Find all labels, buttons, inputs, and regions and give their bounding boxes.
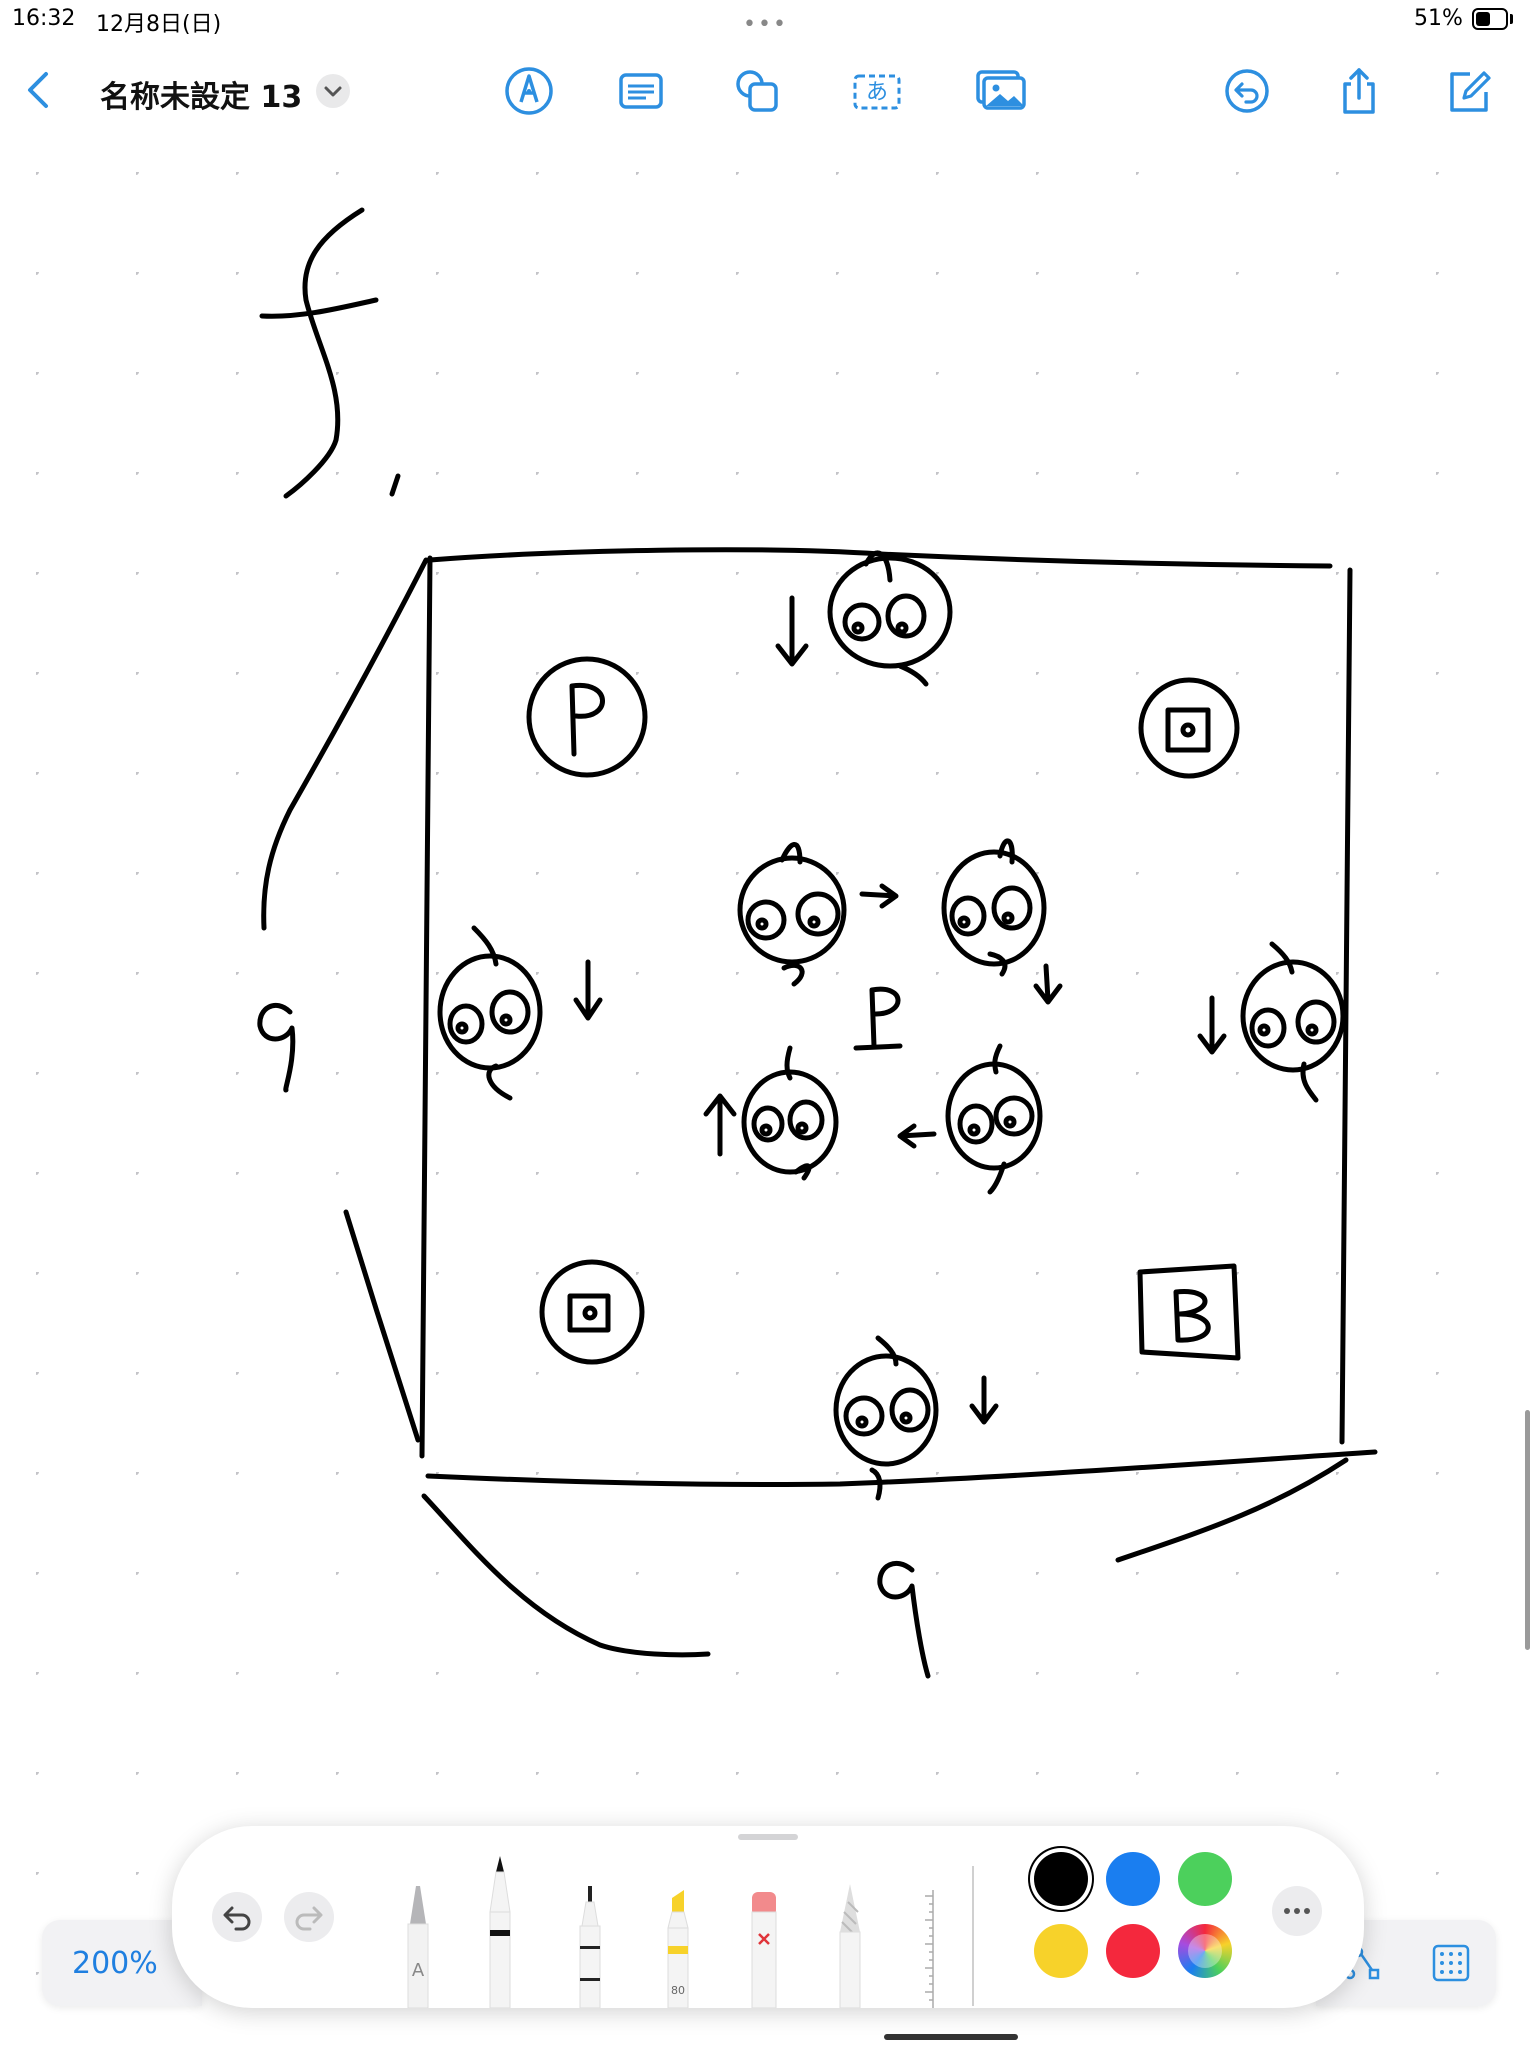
- grid-button[interactable]: [1430, 1942, 1472, 1988]
- highlighter-icon: 80: [667, 1890, 689, 2008]
- zoom-level[interactable]: 200%: [72, 1946, 158, 1981]
- svg-text:あ: あ: [866, 80, 888, 105]
- color-picker-inner: [1188, 1934, 1222, 1968]
- status-bar: 16:32 12月8日(日) ••• 51%: [0, 0, 1536, 44]
- grid-dots-icon: [1432, 1944, 1470, 1982]
- media-icon: [976, 70, 1026, 110]
- status-date: 12月8日(日): [96, 12, 222, 37]
- battery-tip: [1510, 14, 1513, 24]
- pen-icon: [489, 1856, 511, 2008]
- ruler-icon: [925, 1890, 934, 2008]
- redo-button[interactable]: [284, 1892, 334, 1942]
- title-menu-button[interactable]: [316, 74, 350, 108]
- monoline-pen-icon: A: [407, 1886, 429, 2008]
- palette-grabber[interactable]: [738, 1834, 798, 1840]
- palette-divider: [972, 1866, 974, 2006]
- monoline-pen-tool[interactable]: A: [396, 1882, 440, 2008]
- document-title[interactable]: 名称未設定 13: [100, 80, 303, 115]
- pencil-tool[interactable]: [828, 1884, 872, 2008]
- pen-tool[interactable]: [478, 1856, 522, 2008]
- pen-tool-button[interactable]: [502, 64, 556, 118]
- more-options-button[interactable]: [1272, 1886, 1322, 1936]
- back-button[interactable]: [20, 68, 60, 112]
- fineliner-icon: [579, 1886, 601, 2008]
- text-box-icon: [619, 73, 663, 109]
- home-indicator[interactable]: [884, 2034, 1018, 2040]
- color-swatch-green[interactable]: [1178, 1852, 1232, 1906]
- handwritten-drawing: [0, 140, 1536, 2048]
- shapes-button[interactable]: [730, 64, 784, 118]
- undo-history-button[interactable]: [1220, 64, 1274, 118]
- share-button[interactable]: [1332, 64, 1386, 118]
- tool-palette: A 80: [172, 1826, 1364, 2008]
- zoom-panel[interactable]: 200%: [42, 1920, 202, 2006]
- vertical-scroll-indicator[interactable]: [1525, 1410, 1530, 1650]
- highlighter-tool[interactable]: 80: [656, 1888, 700, 2008]
- fineliner-tool[interactable]: [568, 1886, 612, 2008]
- text-frame-button[interactable]: あ: [850, 64, 904, 118]
- highlighter-opacity-label: 80: [671, 1984, 685, 1997]
- new-document-button[interactable]: [1442, 64, 1496, 118]
- ruler-tool[interactable]: [922, 1890, 944, 2008]
- pen-a-label: A: [412, 1960, 425, 1981]
- text-box-button[interactable]: [614, 64, 668, 118]
- new-document-icon: [1450, 71, 1491, 112]
- multitasking-dots-icon[interactable]: •••: [743, 12, 788, 37]
- redo-icon: [295, 1906, 323, 1931]
- share-icon: [1343, 68, 1375, 114]
- top-toolbar: 名称未設定 13 あ: [0, 50, 1536, 130]
- battery-percent: 51%: [1414, 6, 1463, 31]
- status-time: 16:32: [12, 6, 76, 31]
- undo-icon: [223, 1906, 251, 1931]
- undo-button[interactable]: [212, 1892, 262, 1942]
- color-swatch-black[interactable]: [1034, 1852, 1088, 1906]
- pen-icon: [505, 67, 553, 115]
- shapes-icon: [736, 70, 778, 112]
- chevron-down-icon: [324, 86, 342, 97]
- color-swatch-red[interactable]: [1106, 1924, 1160, 1978]
- media-button[interactable]: [974, 64, 1028, 118]
- eraser-icon: [751, 1892, 777, 2008]
- undo-history-icon: [1225, 69, 1269, 113]
- more-icon: [1284, 1908, 1310, 1914]
- color-swatch-yellow[interactable]: [1034, 1924, 1088, 1978]
- back-icon: [28, 72, 48, 108]
- battery-icon: [1472, 8, 1508, 30]
- eraser-tool[interactable]: [742, 1888, 786, 2008]
- drawing-canvas[interactable]: [0, 140, 1536, 2048]
- pencil-icon: [839, 1884, 861, 2008]
- color-picker-button[interactable]: [1178, 1924, 1232, 1978]
- text-frame-icon: あ: [853, 74, 901, 110]
- color-swatch-blue[interactable]: [1106, 1852, 1160, 1906]
